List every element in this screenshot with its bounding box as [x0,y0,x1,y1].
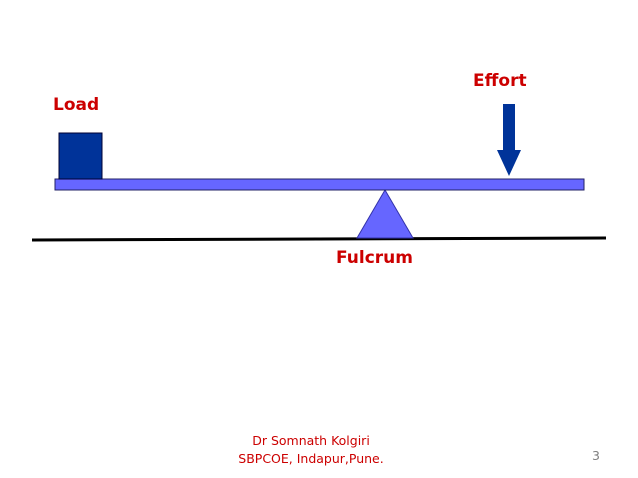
ground-line [31,236,607,242]
load-label: Load [53,95,100,115]
load-block [58,132,103,180]
lever-beam [54,178,585,191]
fulcrum-triangle [356,189,414,239]
effort-arrow-icon [497,104,521,176]
footer-institution: SBPCOE, Indapur,Pune. [238,451,384,466]
page-number: 3 [592,448,600,463]
footer-author: Dr Somnath Kolgiri [252,433,370,448]
footer: Dr Somnath Kolgiri SBPCOE, Indapur,Pune. [200,432,422,468]
fulcrum-label: Fulcrum [336,248,413,268]
effort-label: Effort [473,71,527,91]
